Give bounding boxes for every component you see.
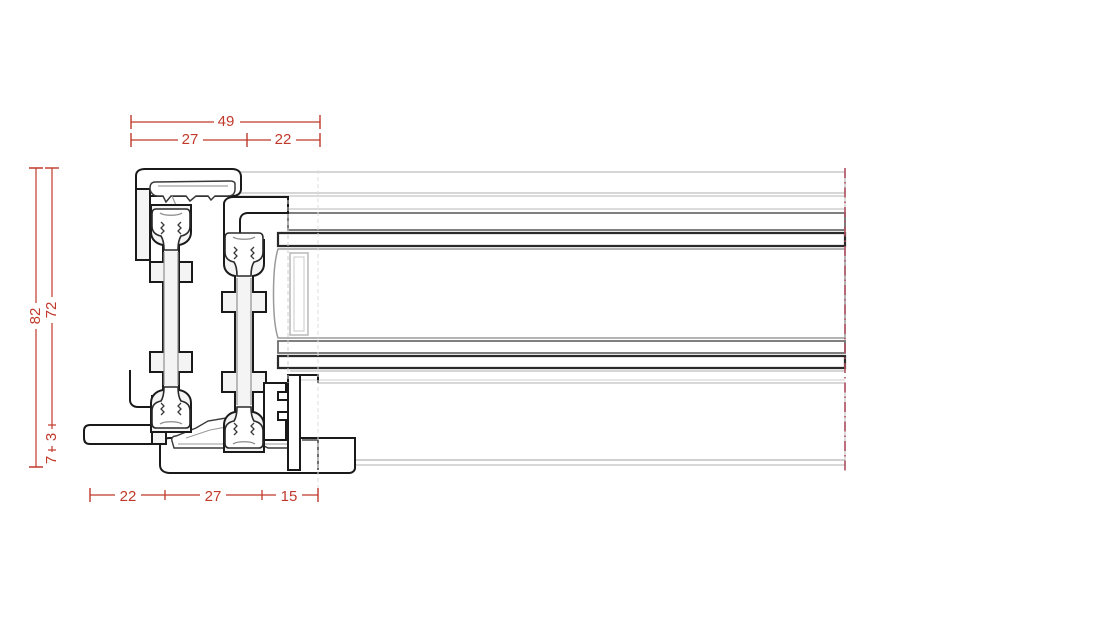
dim-b22-text-bg — [115, 488, 141, 506]
dim-82-text-bg — [27, 303, 45, 329]
dim-49-ticks — [130, 115, 321, 129]
dim-b27-label: 27 — [205, 488, 222, 505]
dim-3-label: 3 — [43, 433, 60, 441]
glazing-bead-bottom-inner — [277, 340, 846, 354]
dim-7-text-bg — [45, 452, 60, 469]
dim-b15-text-bg — [276, 488, 302, 506]
center-bracket-upper — [223, 196, 289, 241]
bulb-bottom-line — [159, 421, 183, 425]
connector-riser — [287, 374, 301, 471]
bulb-bottom-serration-left — [160, 402, 165, 416]
center-bulb-top-serration-right — [250, 246, 255, 260]
dim-3-text-bg — [45, 429, 60, 446]
frame-left-inner-step — [129, 370, 166, 408]
thermal-break-strip-left — [149, 204, 193, 433]
dim-22-text-bg — [271, 127, 296, 145]
center-bulb-bottom-serration-left — [233, 422, 238, 436]
dim-22-label: 22 — [275, 131, 292, 148]
sill-extension — [318, 382, 846, 466]
dim-b27-text-bg — [200, 488, 226, 506]
dim-49-text-bg — [214, 108, 240, 126]
dim-left-82: 82 — [27, 167, 45, 468]
outer-frame-profile — [83, 168, 356, 474]
dim-27-label: 27 — [182, 131, 199, 148]
dim-bottom-22: 22 — [89, 488, 165, 506]
dim-b15-label: 15 — [281, 488, 298, 505]
right-connector-block — [263, 374, 319, 471]
dim-82-ticks — [29, 167, 43, 468]
glazing-panel-assembly — [232, 171, 847, 466]
outer-skin-upper — [232, 171, 846, 194]
dim-72-label: 72 — [43, 302, 60, 319]
outer-skin-upper-2 — [232, 195, 846, 210]
center-bulb-top-serration-left — [233, 246, 238, 260]
left-flange — [83, 424, 153, 445]
dim-27-text-bg — [178, 127, 203, 145]
thermal-break-center-bulb-top — [224, 232, 264, 277]
frame-left-web-upper — [135, 188, 151, 261]
bulb-top-line — [159, 212, 183, 216]
thermal-break-center-outline — [221, 239, 267, 453]
thermal-break-strip-center — [221, 196, 289, 453]
dim-left-7: 7 — [43, 450, 60, 469]
dim-top-27: 27 — [130, 127, 248, 148]
dim-left-3: 3 — [43, 425, 60, 451]
dim-bottom-15: 15 — [262, 488, 319, 506]
connector-notch — [263, 382, 289, 441]
dim-bottom-27: 27 — [164, 488, 263, 506]
projection-lines — [287, 170, 319, 500]
dim-49-label: 49 — [218, 113, 235, 130]
glazing-bead-bottom — [276, 354, 847, 370]
dim-72-text-bg — [43, 297, 61, 323]
dim-top-22: 22 — [247, 127, 321, 148]
bulb-top-serration-right — [177, 221, 182, 235]
glazing-bead-top — [287, 212, 846, 231]
glass-unit-body — [272, 248, 846, 339]
center-bulb-bottom-serration-right — [250, 422, 255, 436]
top-cap-gasket — [149, 180, 236, 204]
center-bulb-top-line — [232, 236, 256, 240]
thermal-break-left-bulb-top — [151, 208, 191, 251]
bulb-top-serration-left — [160, 221, 165, 235]
thermal-break-left-bulb-bottom — [151, 386, 191, 429]
glazing-bead-top-inner — [276, 231, 847, 248]
dim-82-label: 82 — [27, 308, 44, 325]
dim-b22-label: 22 — [120, 488, 137, 505]
dim-7-label: 7 — [43, 456, 60, 464]
bulb-bottom-serration-right — [177, 402, 182, 416]
dim-left-72: 72 — [43, 167, 61, 426]
dim-top-49: 49 — [130, 108, 321, 130]
glass-spacer-inner — [293, 256, 305, 332]
thermal-break-center-bulb-bottom — [224, 406, 264, 449]
center-bulb-bottom-line — [232, 441, 256, 445]
